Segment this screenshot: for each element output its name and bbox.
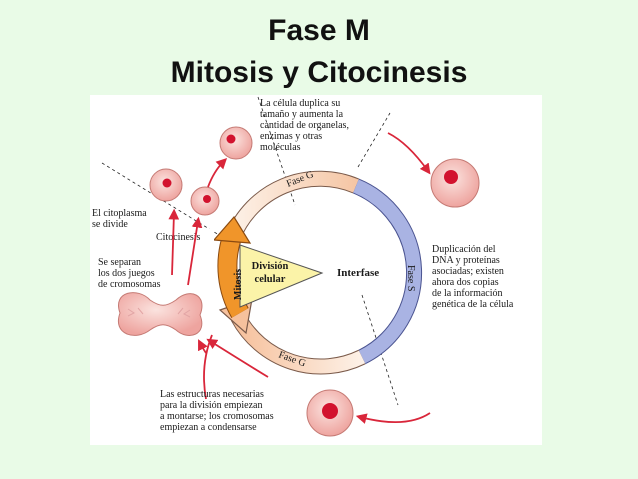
svg-text:Duplicación del: Duplicación del — [432, 244, 496, 255]
note-top: La célula duplica su tamaño y aumenta la… — [260, 98, 349, 153]
svg-text:El citoplasma: El citoplasma — [92, 208, 147, 219]
note-right: Duplicación del DNA y proteínas asociada… — [432, 244, 514, 310]
arrow-up-daughter-1 — [168, 208, 180, 276]
title-line-2: Mitosis y Citocinesis — [170, 56, 468, 89]
svg-text:DNA y proteínas: DNA y proteínas — [432, 255, 500, 266]
divider-line-top-right — [357, 112, 391, 168]
svg-text:de la información: de la información — [432, 288, 503, 299]
svg-text:Las estructuras necesarias: Las estructuras necesarias — [160, 389, 264, 400]
cell-top-left — [219, 126, 253, 160]
svg-text:empiezan a condensarse: empiezan a condensarse — [160, 422, 257, 433]
cell-daughter-2 — [190, 186, 220, 216]
divider-line-bottom — [361, 294, 399, 406]
citocinesis-box — [154, 229, 214, 243]
cell-dividing — [117, 292, 203, 336]
arrow-top-to-right-cell — [387, 132, 431, 175]
svg-text:La célula duplica su: La célula duplica su — [260, 98, 340, 109]
arrow-to-top-left-cell — [207, 157, 228, 188]
note-left-mid: Se separan los dos juegos de cromosomas — [98, 257, 161, 290]
svg-text:asociadas; existen: asociadas; existen — [432, 266, 504, 277]
svg-text:Se separan: Se separan — [98, 257, 141, 268]
title-line-1: Fase M — [268, 14, 370, 47]
division-label-1: División — [252, 261, 289, 272]
svg-text:de cromosomas: de cromosomas — [98, 279, 161, 290]
mitosis-label: Mitosis — [233, 269, 244, 300]
division-celular-wedge — [239, 244, 324, 308]
svg-text:tamaño y aumenta la: tamaño y aumenta la — [260, 109, 344, 120]
arrow-up-daughter-2 — [187, 216, 203, 286]
svg-text:genética de la célula: genética de la célula — [432, 299, 514, 310]
svg-text:ahora dos copias: ahora dos copias — [432, 277, 499, 288]
mitosis-band — [218, 234, 248, 318]
arrow-to-bottom-cell — [355, 412, 431, 424]
cell-bottom — [306, 389, 354, 437]
divider-line-top — [257, 96, 296, 206]
arrow-left-mid — [198, 339, 208, 354]
svg-text:enzimas y otras: enzimas y otras — [260, 131, 322, 142]
svg-text:se divide: se divide — [92, 219, 128, 230]
svg-text:a montarse; los cromosomas: a montarse; los cromosomas — [160, 411, 274, 422]
fase-s-label: Fase S — [405, 265, 416, 291]
fase-g-top-band — [226, 171, 359, 240]
division-label-2: celular — [255, 274, 286, 285]
fase-g-bottom-band — [231, 313, 366, 374]
svg-text:moléculas: moléculas — [260, 142, 301, 153]
cell-large-right — [430, 158, 480, 208]
interfase-label: Interfase — [337, 267, 379, 279]
arrow-bottom-to-dividing — [206, 338, 269, 378]
svg-text:para la división empiezan: para la división empiezan — [160, 400, 262, 411]
citocinesis-label: Citocinesis — [156, 232, 201, 243]
note-left-top: El citoplasma se divide — [92, 208, 147, 230]
mitosis-arrowhead — [212, 215, 252, 244]
cell-daughter-1 — [149, 168, 183, 202]
cell-cycle-diagram: División celular Fase G Fase S Fase G Mi… — [90, 95, 542, 445]
note-bottom: Las estructuras necesarias para la divis… — [160, 389, 274, 433]
fase-s-band — [353, 179, 422, 364]
svg-text:cantidad de organelas,: cantidad de organelas, — [260, 120, 349, 131]
svg-text:los dos juegos: los dos juegos — [98, 268, 155, 279]
